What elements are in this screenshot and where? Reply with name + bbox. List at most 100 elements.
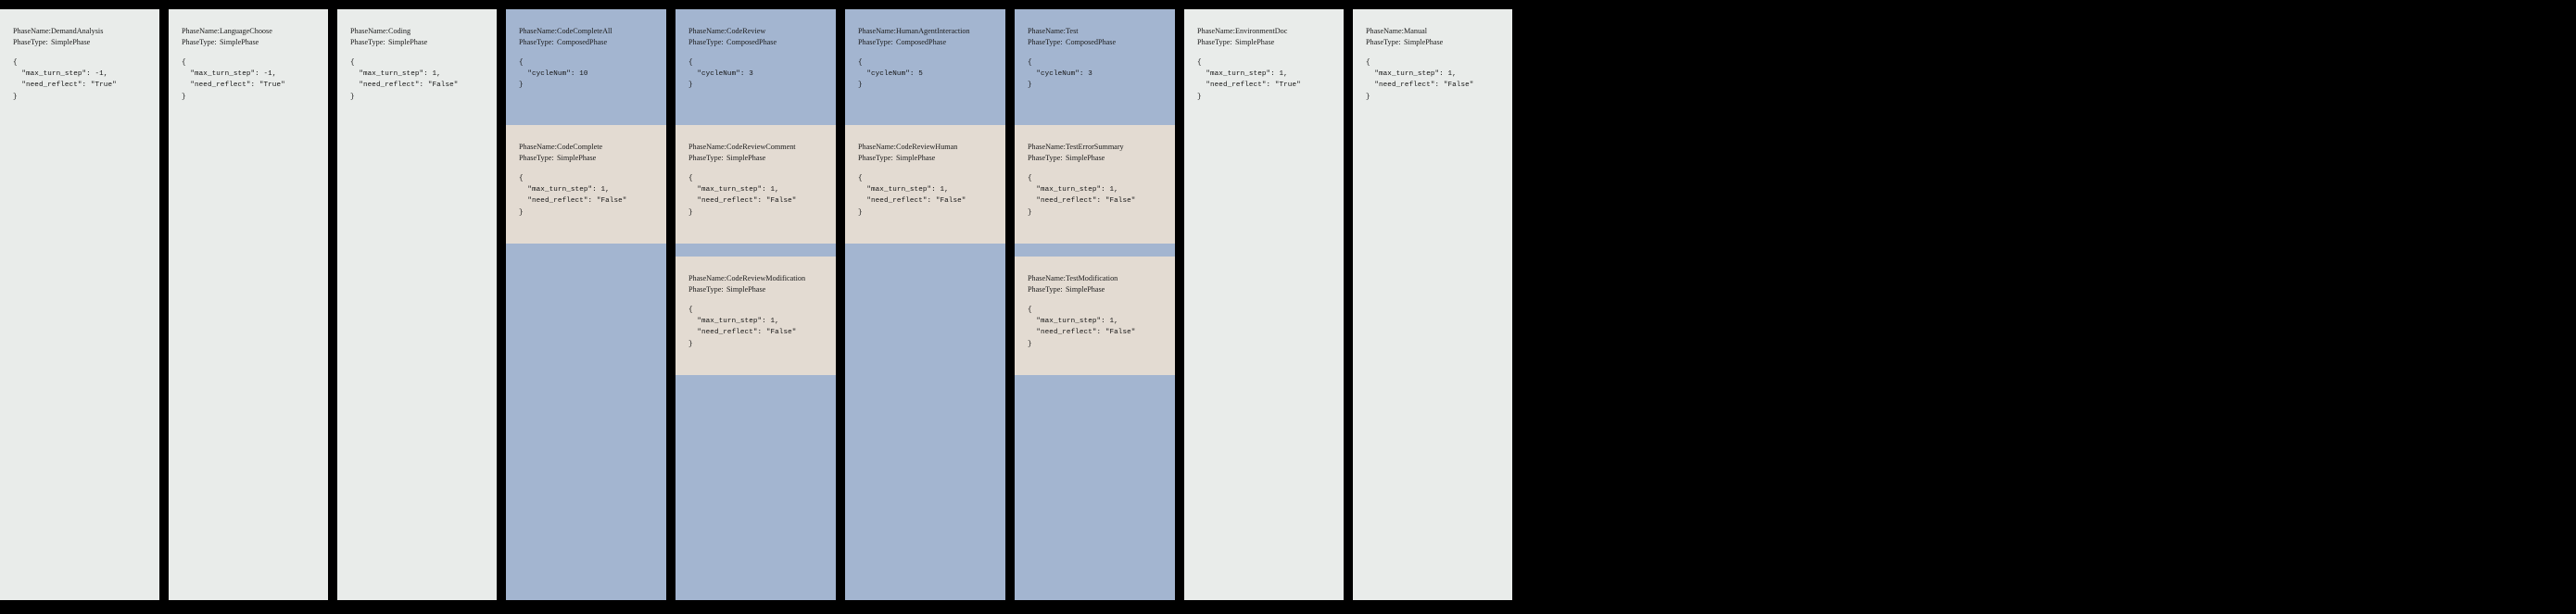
phase-card-filler [506, 244, 666, 600]
sub-phase-type-value: SimplePhase [726, 284, 766, 294]
sub-phase-name-value: CodeComplete [557, 143, 603, 151]
phase-meta-row: PhaseType:ComposedPhase [1028, 37, 1162, 48]
phase-card-filler [676, 375, 836, 600]
phase-type-value: ComposedPhase [726, 37, 777, 46]
phase-meta-row: PhaseName:Coding [350, 26, 484, 37]
phase-name-value: EnvironmentDoc [1235, 27, 1288, 35]
sub-phase-meta-row: PhaseName:CodeComplete [519, 142, 653, 153]
sub-phase-config-json: { "max_turn_step": 1, "need_reflect": "F… [688, 306, 797, 348]
sub-phase-name-label: PhaseName: [519, 143, 557, 151]
sub-phase-name-value: TestErrorSummary [1066, 143, 1124, 151]
phase-name-value: CodeReview [726, 27, 766, 35]
sub-phase-meta-row: PhaseType:SimplePhase [519, 153, 653, 164]
sub-phase-name-value: CodeReviewComment [726, 143, 796, 151]
sub-phase-name-value: CodeReviewModification [726, 274, 806, 282]
phase-type-label: PhaseType: [1197, 37, 1232, 46]
phase-card-filler [845, 244, 1005, 600]
sub-phase-name-label: PhaseName: [688, 274, 726, 282]
phase-type-value: SimplePhase [1404, 37, 1444, 46]
phase-card-filler [1015, 375, 1175, 600]
phase-meta-row: PhaseName:CodeCompleteAll [519, 26, 653, 37]
phase-name-label: PhaseName: [1366, 27, 1404, 35]
phase-type-label: PhaseType: [688, 37, 724, 46]
phase-name-label: PhaseName: [519, 27, 557, 35]
phase-type-label: PhaseType: [858, 37, 893, 46]
phase-type-label: PhaseType: [13, 37, 48, 46]
sub-phase-name-label: PhaseName: [858, 143, 896, 151]
phase-name-value: CodeCompleteAll [557, 27, 612, 35]
phase-config-json: { "max_turn_step": -1, "need_reflect": "… [182, 58, 285, 101]
phase-type-value: SimplePhase [1235, 37, 1275, 46]
phase-name-label: PhaseName: [1028, 27, 1066, 35]
phase-type-label: PhaseType: [182, 37, 217, 46]
phase-config-json: { "max_turn_step": -1, "need_reflect": "… [13, 58, 117, 101]
phase-config-json: { "max_turn_step": 1, "need_reflect": "F… [350, 58, 459, 101]
phase-name-value: DemandAnalysis [51, 27, 104, 35]
phase-type-label: PhaseType: [1028, 37, 1063, 46]
phase-meta-row: PhaseName:DemandAnalysis [13, 26, 146, 37]
phase-name-value: LanguageChoose [220, 27, 272, 35]
phase-name-label: PhaseName: [350, 27, 388, 35]
sub-phase-meta-row: PhaseName:TestModification [1028, 273, 1162, 284]
sub-phase-meta-row: PhaseType:SimplePhase [1028, 153, 1162, 164]
sub-phase-meta-row: PhaseName:CodeReviewHuman [858, 142, 992, 153]
phase-type-label: PhaseType: [1366, 37, 1401, 46]
sub-phase-type-label: PhaseType: [1028, 284, 1063, 294]
sub-phase-type-label: PhaseType: [1028, 153, 1063, 162]
phase-type-label: PhaseType: [519, 37, 554, 46]
phase-config-json: { "max_turn_step": 1, "need_reflect": "F… [1366, 58, 1474, 101]
sub-phase-config-json: { "max_turn_step": 1, "need_reflect": "F… [519, 174, 627, 217]
phase-meta-row: PhaseName:HumanAgentInteraction [858, 26, 992, 37]
phase-name-value: Test [1066, 27, 1079, 35]
sub-phase-meta-row: PhaseName:CodeReviewComment [688, 142, 823, 153]
sub-phase-type-value: SimplePhase [1066, 284, 1105, 294]
sub-phase-separator [1015, 244, 1175, 257]
phase-config-json: { "cycleNum": 3 } [688, 58, 753, 90]
phase-meta-row: PhaseType:SimplePhase [1366, 37, 1499, 48]
phase-name-value: HumanAgentInteraction [896, 27, 970, 35]
sub-phase-name-label: PhaseName: [1028, 143, 1066, 151]
phase-config-json: { "cycleNum": 3 } [1028, 58, 1092, 90]
phase-meta-row: PhaseType:ComposedPhase [858, 37, 992, 48]
sub-phase-separator [676, 244, 836, 257]
sub-phase-type-label: PhaseType: [688, 284, 724, 294]
phase-type-label: PhaseType: [350, 37, 385, 46]
phase-meta-row: PhaseType:ComposedPhase [519, 37, 653, 48]
sub-phase-config-json: { "max_turn_step": 1, "need_reflect": "F… [688, 174, 797, 217]
sub-phase-meta-row: PhaseType:SimplePhase [1028, 284, 1162, 295]
phase-meta-row: PhaseName:Manual [1366, 26, 1499, 37]
phase-name-label: PhaseName: [858, 27, 896, 35]
phase-type-value: ComposedPhase [557, 37, 608, 46]
phase-config-json: { "cycleNum": 5 } [858, 58, 923, 90]
phase-type-value: SimplePhase [51, 37, 91, 46]
phase-type-value: ComposedPhase [1066, 37, 1117, 46]
phase-name-label: PhaseName: [182, 27, 220, 35]
sub-phase-name-label: PhaseName: [688, 143, 726, 151]
sub-phase-type-label: PhaseType: [858, 153, 893, 162]
phase-meta-row: PhaseName:CodeReview [688, 26, 823, 37]
